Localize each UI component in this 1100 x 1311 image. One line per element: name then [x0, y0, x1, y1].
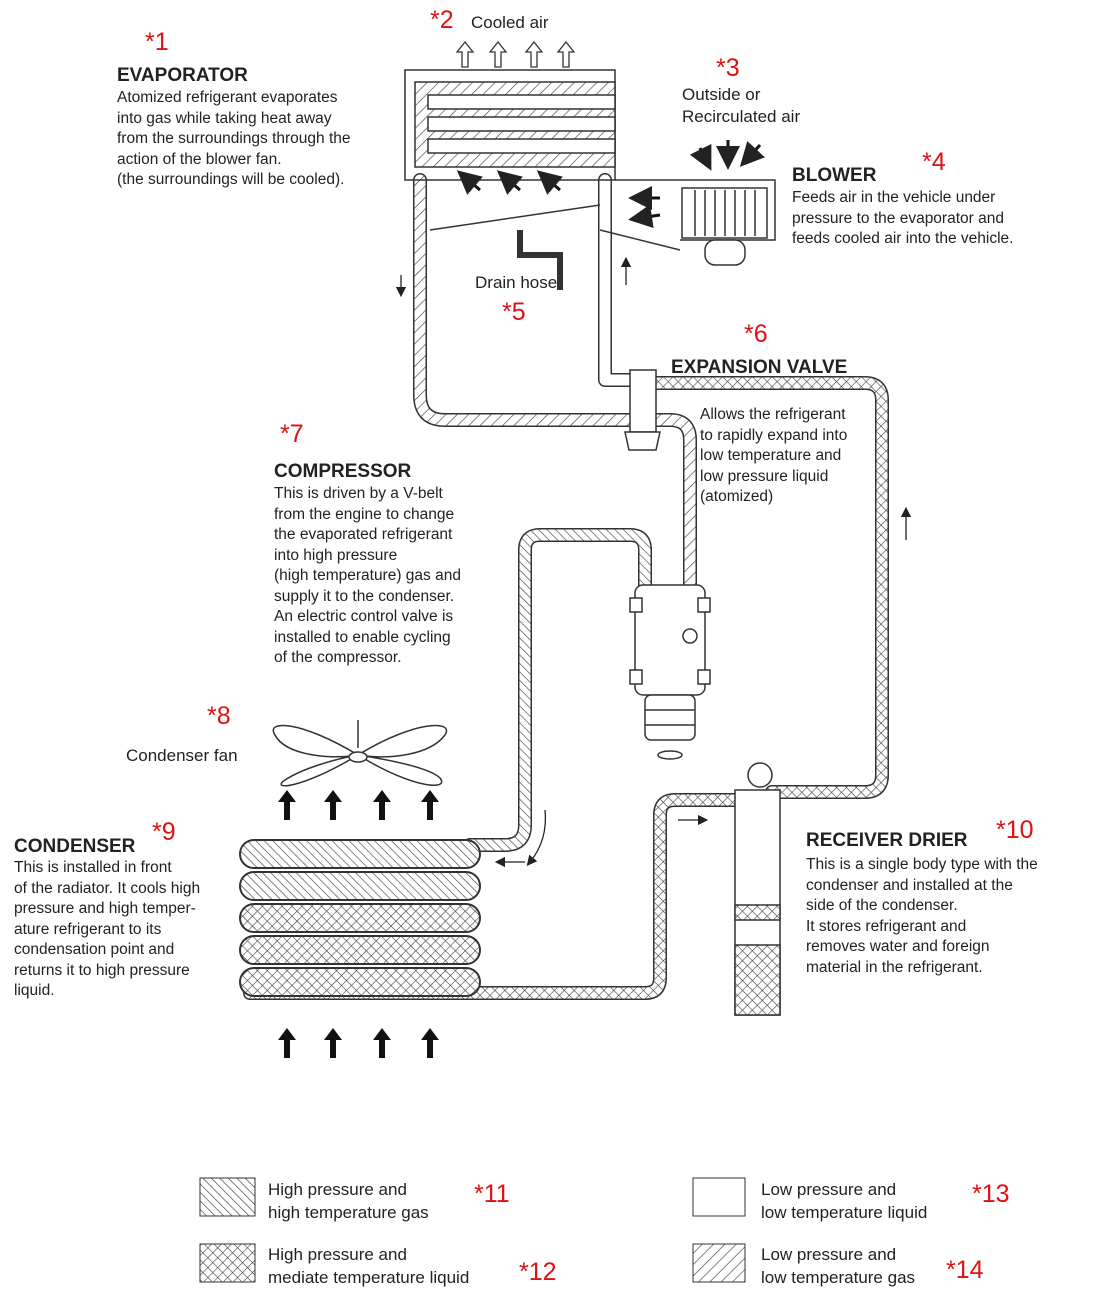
marker-10: *10	[996, 816, 1034, 844]
marker-5: *5	[502, 298, 526, 326]
compressor-title: COMPRESSOR	[274, 461, 412, 482]
marker-6: *6	[744, 320, 768, 348]
expansion-valve-text: Allows the refrigerant to rapidly expand…	[700, 406, 848, 505]
receiver-drier-title: RECEIVER DRIER	[806, 830, 968, 851]
condenser-coils	[239, 839, 481, 997]
legend-label-high-pressure-liquid: High pressure and mediate temperature li…	[268, 1245, 470, 1287]
blower-text: Feeds air in the vehicle under pressure …	[792, 189, 1014, 247]
blower-unit	[615, 179, 776, 266]
marker-4: *4	[922, 148, 946, 176]
marker-13: *13	[972, 1180, 1010, 1208]
legend-swatch-blank	[692, 1177, 746, 1217]
marker-14: *14	[946, 1256, 984, 1284]
legend-swatch-back-hatch	[199, 1177, 256, 1217]
outside-air-label: Outside or Recirculated air	[682, 85, 801, 126]
drain-hose-label: Drain hose	[475, 273, 558, 292]
marker-1: *1	[145, 28, 169, 56]
marker-3: *3	[716, 54, 740, 82]
receiver-drier	[734, 762, 781, 1016]
compressor-text: This is driven by a V-belt from the engi…	[274, 485, 461, 666]
marker-9: *9	[152, 818, 176, 846]
condenser-fan	[272, 720, 448, 787]
expansion-valve-title: EXPANSION VALVE	[671, 357, 848, 378]
cooled-air-arrows	[455, 40, 576, 68]
airflow-arrows	[278, 790, 439, 1058]
marker-7: *7	[280, 420, 304, 448]
evaporator-unit	[404, 69, 681, 290]
marker-8: *8	[207, 702, 231, 730]
legend-label-high-pressure-gas: High pressure and high temperature gas	[268, 1180, 429, 1222]
flow-arrows	[456, 140, 765, 229]
legend-swatch-cross-hatch	[199, 1243, 256, 1283]
expansion-valve	[624, 369, 661, 451]
legend-label-low-pressure-gas: Low pressure and low temperature gas	[761, 1245, 916, 1287]
condenser-title: CONDENSER	[14, 836, 136, 857]
high-pressure-gas-pipe	[463, 528, 652, 852]
legend-swatch-forward-hatch	[692, 1243, 746, 1283]
legend-label-low-pressure-liquid: Low pressure and low temperature liquid	[761, 1180, 928, 1222]
marker-12: *12	[519, 1258, 557, 1286]
condenser-fan-label: Condenser fan	[126, 746, 238, 765]
compressor	[629, 584, 711, 760]
marker-11: *11	[474, 1180, 510, 1208]
marker-2: *2	[430, 6, 454, 34]
evaporator-text: Atomized refrigerant evaporates into gas…	[117, 89, 351, 188]
evaporator-title: EVAPORATOR	[117, 65, 248, 86]
condenser-text: This is installed in front of the radiat…	[14, 859, 201, 999]
blower-title: BLOWER	[792, 165, 877, 186]
receiver-drier-text: This is a single body type with the cond…	[806, 856, 1038, 976]
cooled-air-label: Cooled air	[471, 13, 549, 32]
